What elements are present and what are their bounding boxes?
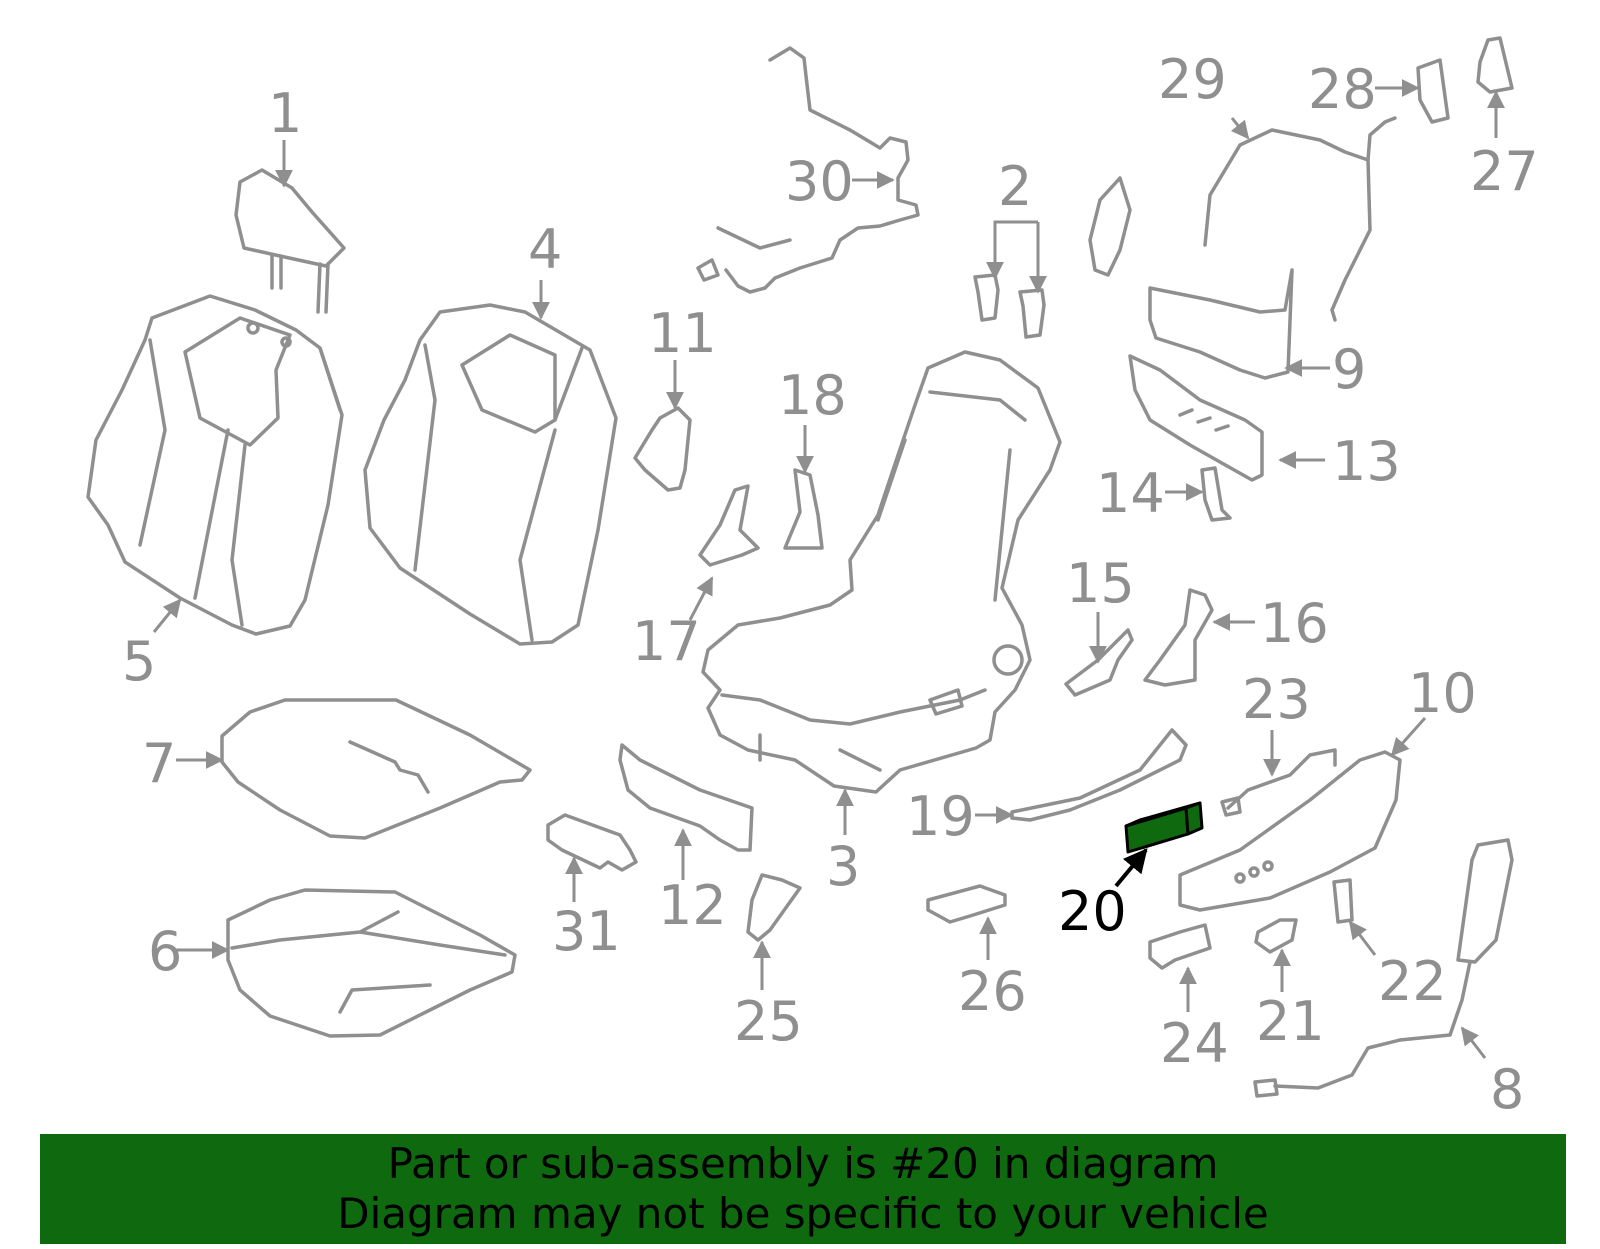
banner-line-part: Part or sub-assembly is #20 in diagram (387, 1139, 1219, 1188)
part-18-bracket (783, 468, 824, 550)
part-6-cushion-pad (226, 888, 517, 1038)
callout-2: 2 (998, 155, 1032, 218)
part-22-clip (1332, 878, 1354, 924)
part-12-side-trim (618, 743, 754, 852)
part-16-bracket (1143, 588, 1214, 687)
callout-12: 12 (658, 874, 727, 937)
callout-30: 30 (785, 150, 854, 213)
callout-26: 26 (958, 960, 1027, 1023)
callout-17: 17 (632, 610, 701, 673)
part-20-highlighted (1124, 801, 1204, 854)
callout-27: 27 (1470, 140, 1539, 203)
part-23-harness (1220, 748, 1337, 817)
part-9-side-airbag (1088, 176, 1294, 380)
callout-1: 1 (268, 82, 302, 145)
callout-15: 15 (1066, 552, 1135, 615)
callout-22: 22 (1378, 950, 1447, 1013)
part-19-rail-cover (1010, 728, 1188, 822)
callout-20-highlighted: 20 (1058, 880, 1127, 943)
callout-10: 10 (1408, 662, 1477, 725)
part-26-plate (926, 884, 1007, 924)
callout-labels: 1 2 3 4 5 6 7 8 9 10 11 12 13 14 15 16 1… (122, 48, 1539, 1121)
callout-25: 25 (734, 990, 803, 1053)
part-2-headrest-guides (973, 273, 1046, 339)
banner-line-disclaimer: Diagram may not be specific to your vehi… (337, 1189, 1269, 1238)
notice-banner: Part or sub-assembly is #20 in diagram D… (40, 1134, 1566, 1244)
callout-24: 24 (1160, 1012, 1229, 1075)
part-4-seatback (363, 303, 618, 646)
callout-14: 14 (1096, 462, 1165, 525)
callout-23: 23 (1242, 668, 1311, 731)
part-28-clip (1416, 58, 1450, 124)
callout-3: 3 (826, 835, 860, 898)
seat-parts-diagram: 1 2 3 4 5 6 7 8 9 10 11 12 13 14 15 16 1… (86, 36, 1539, 1121)
part-31-module (546, 813, 638, 872)
callout-8: 8 (1490, 1058, 1524, 1121)
part-30-wire-harness (696, 46, 920, 294)
callout-7: 7 (142, 732, 176, 795)
part-13-bracket (1128, 354, 1264, 482)
part-24-switch (1148, 923, 1212, 970)
part-29-cable (1203, 116, 1397, 322)
part-5-seatback-cover (86, 294, 344, 636)
part-8-heater (1253, 838, 1514, 1098)
part-11-cover (633, 406, 692, 492)
callout-18: 18 (778, 364, 847, 427)
callout-6: 6 (148, 920, 182, 983)
callout-4: 4 (528, 218, 562, 281)
callout-21: 21 (1256, 990, 1325, 1053)
callout-9: 9 (1332, 338, 1366, 401)
part-7-cushion-cover (220, 698, 532, 840)
callout-11: 11 (648, 302, 717, 365)
callout-13: 13 (1332, 430, 1401, 493)
callout-28: 28 (1308, 58, 1377, 121)
callout-29: 29 (1158, 48, 1227, 111)
part-25-cover (746, 873, 802, 942)
part-14-clip (1200, 466, 1232, 522)
part-21-switch (1254, 918, 1298, 954)
part-10-side-cover (1178, 750, 1402, 912)
callout-31: 31 (552, 900, 621, 963)
callout-16: 16 (1260, 592, 1329, 655)
callout-5: 5 (122, 630, 156, 693)
part-27-bracket (1476, 36, 1514, 94)
part-3-seat-frame (701, 350, 1062, 794)
part-17-bracket (698, 484, 760, 567)
part-1-headrest (234, 168, 346, 314)
callout-19: 19 (906, 785, 975, 848)
leader-lines (152, 79, 1505, 1059)
